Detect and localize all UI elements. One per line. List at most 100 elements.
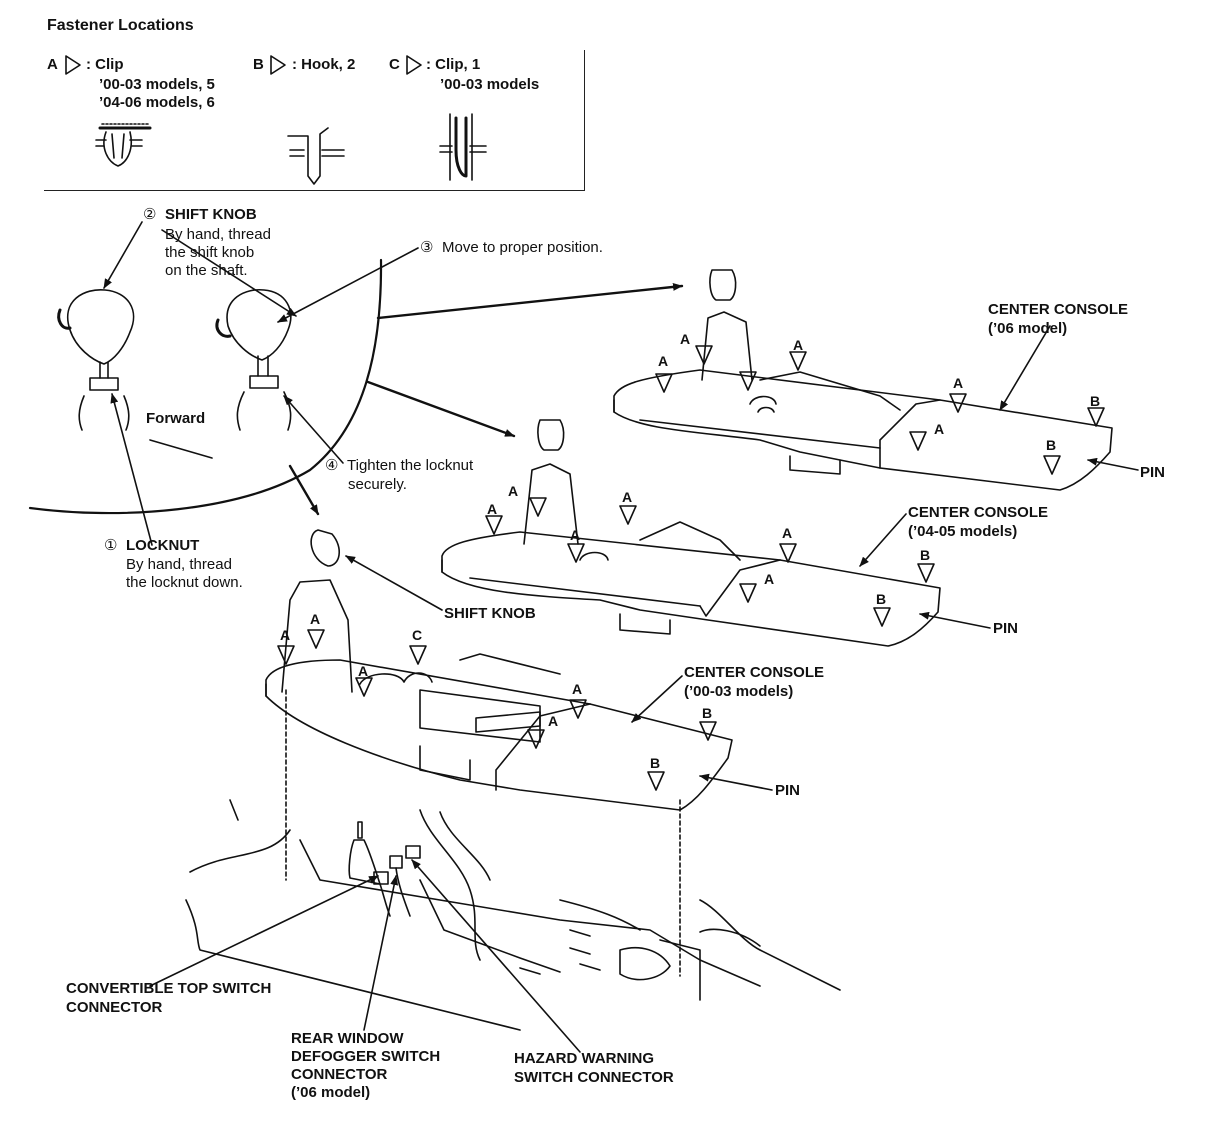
- clip-a-icon: [95, 123, 152, 167]
- marker-a-letter: A: [953, 375, 963, 391]
- marker-a-triangle-icon: [569, 699, 587, 719]
- legend-a-triangle-icon: [65, 55, 81, 75]
- marker-a-letter: A: [764, 571, 774, 587]
- center-console-06: [613, 269, 1113, 491]
- legend-c-line2: ’00-03 models: [440, 76, 540, 93]
- hazard-connector-l1: HAZARD WARNING: [514, 1050, 654, 1067]
- legend-b-label: : Hook, 2: [292, 56, 356, 73]
- marker-a-letter: A: [572, 681, 582, 697]
- shift-knob-right: [215, 288, 292, 431]
- shift-knob-left: [57, 289, 135, 431]
- legend-b-triangle-icon: [270, 55, 286, 75]
- marker-b-triangle-icon: [917, 563, 935, 583]
- forward-label: Forward: [146, 410, 206, 427]
- legend-c-label: : Clip, 1: [426, 56, 481, 73]
- marker-a-letter: A: [934, 421, 944, 437]
- marker-a-triangle-icon: [619, 505, 637, 525]
- marker-a-letter: A: [280, 627, 290, 643]
- marker-a-triangle-icon: [779, 543, 797, 563]
- legend-a-line2: ’00-03 models, 5: [99, 76, 215, 93]
- legend-c-triangle-icon: [406, 55, 422, 75]
- step1-line2: the locknut down.: [126, 574, 243, 591]
- marker-a-triangle-icon: [949, 393, 967, 413]
- step3-number: ③: [420, 239, 434, 256]
- console-0003-label: CENTER CONSOLE: [684, 664, 825, 681]
- step2-line2: the shift knob: [165, 244, 255, 261]
- step3-text: Move to proper position.: [442, 239, 603, 256]
- fastener-legend-box: [44, 50, 585, 191]
- marker-a-triangle-icon: [527, 729, 545, 749]
- step1-title: LOCKNUT: [126, 537, 200, 554]
- marker-b-triangle-icon: [699, 721, 717, 741]
- marker-b-letter: B: [920, 547, 930, 563]
- marker-a-letter: A: [310, 611, 320, 627]
- marker-b-letter: B: [650, 755, 660, 771]
- legend-b-letter: B: [253, 56, 264, 73]
- marker-b-letter: B: [876, 591, 886, 607]
- connector-group: [373, 845, 421, 917]
- marker-a-letter: A: [622, 489, 632, 505]
- marker-c-triangle-icon: [409, 645, 427, 665]
- console-0405-label: CENTER CONSOLE: [908, 504, 1049, 521]
- legend-heading: Fastener Locations: [47, 17, 194, 34]
- console-0003-model: (’00-03 models): [684, 683, 794, 700]
- marker-a-letter: A: [782, 525, 792, 541]
- marker-a-triangle-icon: [307, 629, 325, 649]
- marker-a-letter: A: [508, 483, 518, 499]
- hazard-connector-l2: SWITCH CONNECTOR: [514, 1069, 674, 1086]
- marker-a-triangle-icon: [485, 515, 503, 535]
- detail-circle: [28, 258, 383, 515]
- rear-connector-l2: DEFOGGER SWITCH: [291, 1048, 441, 1065]
- marker-a-triangle-icon: [567, 543, 585, 563]
- marker-c-letter: C: [412, 627, 422, 643]
- marker-a-letter: A: [570, 527, 580, 543]
- marker-a-letter: A: [487, 501, 497, 517]
- rear-connector-l4: (’06 model): [291, 1084, 371, 1101]
- forward-arrow: [149, 439, 213, 459]
- center-console-0003: [265, 529, 733, 811]
- step4-number: ④: [325, 457, 339, 474]
- step4-line2: securely.: [348, 476, 407, 493]
- pin-label-0405: PIN: [993, 620, 1019, 637]
- marker-a-triangle-icon: [739, 583, 757, 603]
- marker-a-triangle-icon: [355, 677, 373, 697]
- rear-connector-l1: REAR WINDOW: [291, 1030, 404, 1047]
- marker-a-triangle-icon: [789, 351, 807, 371]
- shift-knob-label: SHIFT KNOB: [444, 605, 536, 622]
- console-06-label: CENTER CONSOLE: [988, 301, 1129, 318]
- step1-number: ①: [104, 537, 118, 554]
- step2-line1: By hand, thread: [165, 226, 271, 243]
- marker-a-triangle-icon: [739, 371, 757, 391]
- marker-b-triangle-icon: [647, 771, 665, 791]
- floor-tunnel: [185, 799, 841, 1031]
- legend-a-label: : Clip: [86, 56, 124, 73]
- marker-b-triangle-icon: [1087, 407, 1105, 427]
- marker-a-triangle-icon: [909, 431, 927, 451]
- step2-line3: on the shaft.: [165, 262, 248, 279]
- marker-b-letter: B: [1046, 437, 1056, 453]
- marker-a-letter: A: [658, 353, 668, 369]
- marker-a-triangle-icon: [277, 645, 295, 665]
- hook-b-icon: [287, 127, 345, 185]
- step4-line1: Tighten the locknut: [347, 457, 474, 474]
- console-0405-model: (’04-05 models): [908, 523, 1018, 540]
- center-console-0405: [441, 419, 941, 647]
- marker-a-triangle-icon: [529, 497, 547, 517]
- marker-a-triangle-icon: [695, 345, 713, 365]
- step2-title: SHIFT KNOB: [165, 206, 257, 223]
- marker-b-triangle-icon: [873, 607, 891, 627]
- marker-b-triangle-icon: [1043, 455, 1061, 475]
- rear-connector-l3: CONNECTOR: [291, 1066, 388, 1083]
- convertible-connector-l2: CONNECTOR: [66, 999, 163, 1016]
- marker-a-letter: A: [680, 331, 690, 347]
- pin-label-06: PIN: [1140, 464, 1166, 481]
- marker-b-letter: B: [1090, 393, 1100, 409]
- legend-c-letter: C: [389, 56, 400, 73]
- console-06-model: (’06 model): [988, 320, 1068, 337]
- marker-a-letter: A: [548, 713, 558, 729]
- marker-a-letter: A: [358, 663, 368, 679]
- legend-a-line3: ’04-06 models, 6: [99, 94, 215, 111]
